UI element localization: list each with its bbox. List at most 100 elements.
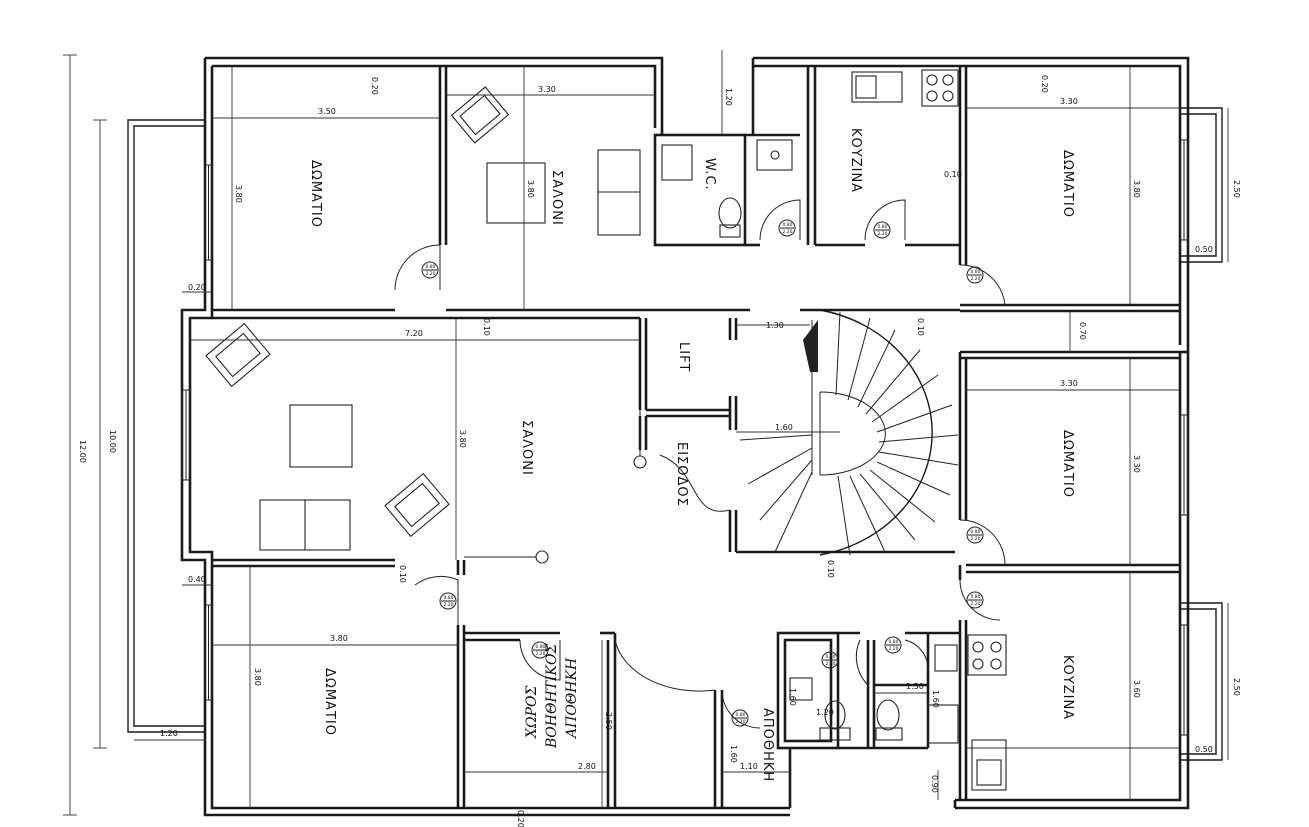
svg-text:0.80: 0.80: [826, 654, 836, 660]
door-badges: 0.80 2.20 0.80 2.20 0.80 2.20 0.80 2.20 …: [421, 219, 984, 727]
dim-label: 0.10: [398, 565, 407, 583]
svg-text:0.80: 0.80: [736, 712, 746, 718]
dim-label: 3.80: [330, 634, 348, 643]
dim-label: 1.20: [160, 729, 178, 738]
dim-label: 2.50: [1232, 180, 1241, 198]
dim-label: 1.30: [766, 321, 784, 330]
dim-label: 3.30: [1132, 455, 1141, 473]
dim-label: 2.50: [604, 712, 613, 730]
door-badge: 0.80 2.20: [421, 261, 439, 279]
svg-text:2.20: 2.20: [444, 602, 454, 608]
dim-label: 1.10: [740, 762, 758, 771]
dim-label: 1.60: [775, 423, 793, 432]
dim-label: 0.10: [826, 560, 835, 578]
svg-text:2.20: 2.20: [971, 276, 981, 282]
dim-label: 0.20: [1040, 75, 1049, 93]
room-label-helper-3: ΑΠΟΘΗΚΗ: [564, 657, 580, 740]
wc-fixtures: [661, 139, 793, 238]
room-label-room-top-left: ΔΩΜΑΤΙΟ: [308, 160, 323, 228]
interior-dimension-lines: [134, 50, 1229, 808]
balconies: [127, 107, 1223, 761]
dim-label: 7.20: [405, 329, 423, 338]
svg-text:0.80: 0.80: [426, 264, 436, 270]
svg-text:0.80: 0.80: [444, 595, 454, 601]
armchair-top: [450, 86, 510, 144]
column-2: [535, 550, 549, 564]
dim-label: 0.10: [916, 318, 925, 336]
svg-text:2.20: 2.20: [826, 661, 836, 667]
svg-text:0.80: 0.80: [971, 529, 981, 535]
svg-text:2.20: 2.20: [971, 536, 981, 542]
interior-walls: [212, 66, 1180, 808]
svg-text:0.80: 0.80: [971, 594, 981, 600]
dim-label: 3.50: [318, 107, 336, 116]
dim-label: 0.40: [188, 575, 206, 584]
dim-label: 1.60: [788, 688, 797, 706]
dim-label: 1.50: [906, 682, 924, 691]
doors: [394, 199, 1006, 729]
column-1: [633, 455, 647, 469]
dim-label: 0.20: [188, 283, 206, 292]
dim-label: 3.80: [1132, 180, 1141, 198]
room-label-salon-main: ΣΑΛΟΝΙ: [519, 420, 534, 476]
svg-text:0.80: 0.80: [878, 224, 888, 230]
door-badge: 0.80 2.20: [821, 651, 839, 669]
dim-label: 2.80: [578, 762, 596, 771]
dimension-labels: 0.20 3.30 3.50 3.80 3.80 1.20 0.20 3.30 …: [160, 75, 1241, 827]
room-label-helper-1: ΧΩΡΟΣ: [524, 686, 540, 739]
dim-label: 0.70: [1078, 322, 1087, 340]
dim-label: 0.20: [370, 77, 379, 95]
room-label-room-top-right: ΔΩΜΑΤΙΟ: [1060, 150, 1075, 218]
door-badge: 0.80 2.20: [966, 526, 984, 544]
dim-label: 0.90: [930, 775, 939, 793]
door-badge: 0.80 2.20: [873, 221, 891, 239]
dim-label: 3.80: [526, 180, 535, 198]
svg-text:2.20: 2.20: [878, 231, 888, 237]
sofa-top: [597, 149, 641, 236]
dim-inner-length: 10.00: [108, 430, 117, 453]
dim-label: 1.20: [816, 708, 834, 717]
room-label-kitchen-top: ΚΟΥΖΙΝΑ: [848, 128, 863, 193]
door-badge: 0.80 2.20: [439, 592, 457, 610]
overall-dimensions: 12.00 10.00: [63, 54, 117, 816]
room-label-wc: W.C.: [702, 158, 717, 191]
furniture: [205, 69, 1007, 791]
staircase: [739, 309, 959, 556]
dim-total-length: 12.00: [78, 440, 87, 463]
dim-label: 3.80: [253, 668, 262, 686]
room-label-kitchen-bottom: ΚΟΥΖΙΝΑ: [1060, 655, 1075, 720]
dim-label: 2.50: [1232, 678, 1241, 696]
svg-text:0.80: 0.80: [971, 269, 981, 275]
armchair-salon-1: [205, 322, 271, 388]
dim-label: 1.20: [724, 88, 733, 106]
room-label-room-mid-right: ΔΩΜΑΤΙΟ: [1060, 430, 1075, 498]
room-label-room-bottom-left: ΔΩΜΑΤΙΟ: [322, 668, 337, 736]
dim-label: 0.10: [944, 170, 962, 179]
coffee-table-salon: [289, 404, 353, 468]
door-badge: 0.80 2.20: [531, 641, 549, 659]
dim-label: 1.60: [931, 690, 940, 708]
dim-label: 0.20: [516, 810, 525, 827]
dim-label: 3.80: [458, 430, 467, 448]
room-label-lift: LIFT: [676, 342, 691, 372]
dim-label: 0.50: [1195, 745, 1213, 754]
svg-text:2.20: 2.20: [736, 719, 746, 725]
room-label-storage: ΑΠΟΘΗΚΗ: [760, 708, 775, 782]
dim-label: 3.60: [1132, 680, 1141, 698]
door-badge: 0.80 2.20: [778, 219, 796, 237]
kitchen-bottom-fixtures: [967, 634, 1007, 791]
dim-label: 3.30: [1060, 97, 1078, 106]
outer-walls: [180, 56, 1190, 817]
door-badge: 0.80 2.20: [966, 591, 984, 609]
kitchen-top-fixtures: [851, 69, 959, 107]
dim-label: 0.10: [482, 318, 491, 336]
bath-fixtures: [789, 644, 959, 744]
svg-text:2.20: 2.20: [426, 271, 436, 277]
door-badge: 0.80 2.20: [966, 266, 984, 284]
room-label-salon-top: ΣΑΛΟΝΙ: [549, 170, 564, 226]
room-label-helper-2: ΒΟΗΘΗΤΙΚΟΣ: [544, 644, 560, 749]
svg-text:2.20: 2.20: [971, 601, 981, 607]
svg-text:0.80: 0.80: [783, 222, 793, 228]
coffee-table-top: [486, 162, 546, 224]
